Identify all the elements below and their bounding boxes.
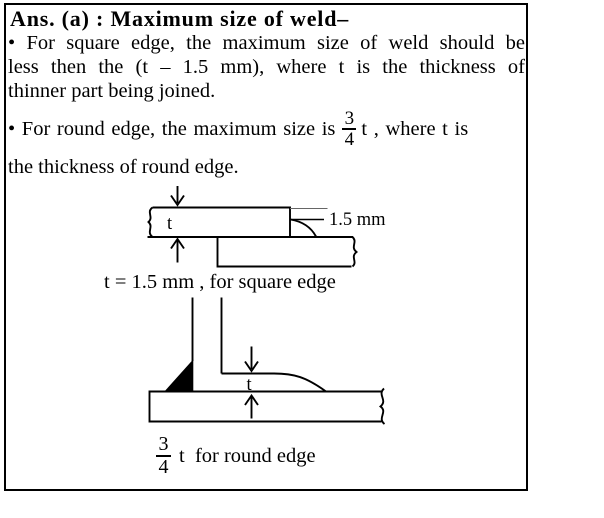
caption-round-edge: 3 4 t for round edge [156, 429, 316, 483]
fraction-bar [342, 128, 357, 130]
bullet-square-line-1: • For square edge, the maximum size of w… [8, 32, 525, 54]
caption-square-edge: t = 1.5 mm , for square edge [104, 271, 336, 293]
caption-fraction-three-quarters: 3 4 [156, 433, 171, 478]
bullet-round-pre: • For round edge, the maximum size is [8, 117, 336, 140]
bullet-round-line-2: the thickness of round edge. [8, 156, 239, 178]
fraction-numerator: 3 [344, 108, 355, 129]
caption-fraction-bar [156, 455, 171, 457]
fraction-denominator: 4 [344, 129, 355, 150]
caption-fraction-numerator: 3 [158, 433, 169, 455]
bullet-square-line-3: thinner part being joined. [8, 80, 216, 102]
fraction-three-quarters: 3 4 [342, 108, 357, 150]
bullet-square-line-2: less then the (t – 1.5 mm), where t is t… [8, 56, 525, 78]
caption-round-edge-text: t for round edge [179, 444, 316, 467]
bullet-round-post: t , where t is [361, 117, 469, 140]
bullet-round-line-1: • For round edge, the maximum size is 3 … [8, 106, 525, 152]
answer-heading: Ans. (a) : Maximum size of weld– [10, 6, 350, 31]
caption-fraction-denominator: 4 [158, 456, 169, 478]
